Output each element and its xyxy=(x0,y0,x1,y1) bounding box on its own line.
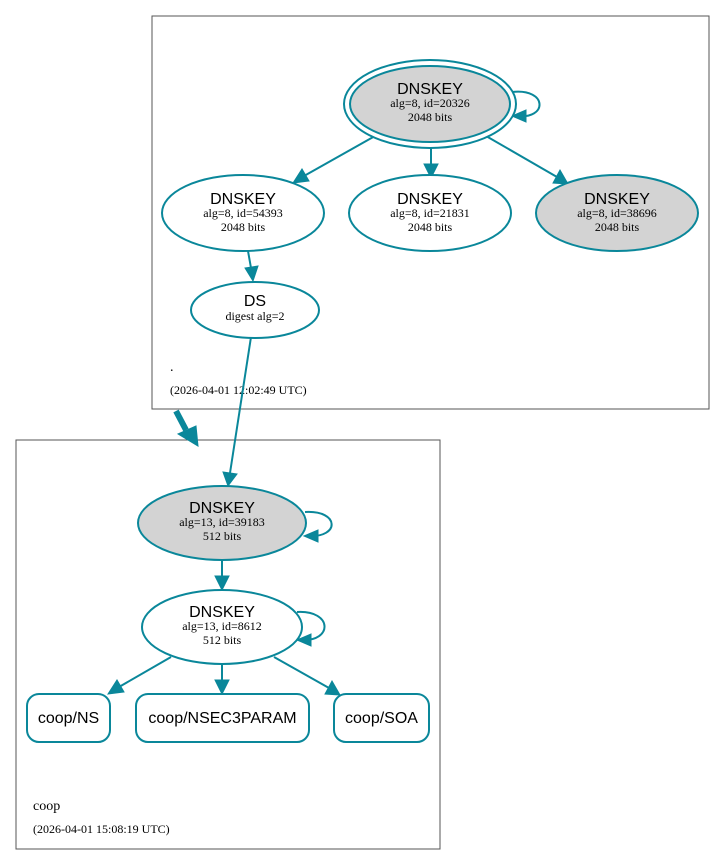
zsk-to-nsec3param-arrowhead xyxy=(214,679,230,696)
root-zsk2-line2: 2048 bits xyxy=(408,220,453,234)
ds-line1: digest alg=2 xyxy=(225,309,284,323)
ds-to-coop-ksk-edge xyxy=(229,336,252,474)
zone-root-timestamp: (2026-04-01 12:02:49 UTC) xyxy=(170,383,307,397)
coop-zsk-ellipse xyxy=(141,589,303,665)
coop-ksk-self-arrowhead xyxy=(302,529,319,543)
ds-to-coop-ksk-arrowhead xyxy=(222,471,238,488)
rr-ns-label: coop/NS xyxy=(38,710,99,727)
root-zsk3-line1: alg=8, id=38696 xyxy=(577,206,657,220)
root-ksk-line2: 2048 bits xyxy=(408,110,453,124)
rr-nsec3param-box xyxy=(135,693,310,743)
node-ds: DS digest alg=2 xyxy=(190,281,320,339)
root-zsk1-line1: alg=8, id=54393 xyxy=(203,206,283,220)
zsk-to-ns-arrowhead xyxy=(107,679,125,695)
root-ksk-line1: alg=8, id=20326 xyxy=(390,96,470,110)
rr-ns-box xyxy=(26,693,111,743)
coop-zsk-title: DNSKEY xyxy=(189,604,255,621)
node-root-zsk-54393: DNSKEY alg=8, id=54393 2048 bits xyxy=(161,174,325,252)
zone-coop-label: coop xyxy=(33,799,60,814)
ds-ellipse xyxy=(190,281,320,339)
node-root-zsk-38696: DNSKEY alg=8, id=38696 2048 bits xyxy=(535,174,699,252)
root-zsk3-line2: 2048 bits xyxy=(595,220,640,234)
ksk-to-zsk3-arrowhead xyxy=(552,168,569,185)
coop-ksk-line2: 512 bits xyxy=(203,529,242,543)
node-rr-nsec3param: coop/NSEC3PARAM xyxy=(135,693,310,743)
root-ksk-title: DNSKEY xyxy=(397,81,463,98)
node-root-zsk-21831: DNSKEY alg=8, id=21831 2048 bits xyxy=(348,174,512,252)
ds-title: DS xyxy=(244,293,266,310)
node-rr-soa: coop/SOA xyxy=(333,693,430,743)
ksk-to-zsk2-arrowhead xyxy=(423,163,439,180)
coop-zsk-line1: alg=13, id=8612 xyxy=(182,619,262,633)
coop-zsk-self-arrowhead xyxy=(295,633,312,647)
node-rr-ns: coop/NS xyxy=(26,693,111,743)
zsk1-to-ds-arrowhead xyxy=(244,265,259,283)
root-zsk1-ellipse xyxy=(161,174,325,252)
node-root-ksk: DNSKEY alg=8, id=20326 2048 bits xyxy=(343,59,517,149)
delegation-edge xyxy=(173,409,189,432)
zsk1-to-ds-edge xyxy=(247,250,252,269)
node-coop-ksk: DNSKEY alg=13, id=39183 512 bits xyxy=(137,485,307,561)
zone-coop-timestamp: (2026-04-01 15:08:19 UTC) xyxy=(33,822,170,836)
delegation-arrowhead xyxy=(176,425,199,447)
edges xyxy=(107,90,569,696)
coop-ksk-title: DNSKEY xyxy=(189,500,255,517)
root-zsk2-ellipse xyxy=(348,174,512,252)
root-zsk1-title: DNSKEY xyxy=(210,191,276,208)
rr-soa-box xyxy=(333,693,430,743)
zsk-to-soa-edge xyxy=(273,656,330,689)
zsk-to-soa-arrowhead xyxy=(324,679,341,696)
ksk-to-zsk1-edge xyxy=(303,135,376,177)
zone-root-label: . xyxy=(170,360,174,375)
root-zsk3-ellipse xyxy=(535,174,699,252)
coop-ksk-to-zsk-arrowhead xyxy=(214,575,230,592)
zsk-to-ns-edge xyxy=(118,656,172,688)
ksk-to-zsk1-arrowhead xyxy=(292,168,310,184)
ksk-to-zsk3-edge xyxy=(485,135,558,178)
root-zsk1-line2: 2048 bits xyxy=(221,220,266,234)
rr-nsec3param-label: coop/NSEC3PARAM xyxy=(148,710,296,727)
root-zsk2-title: DNSKEY xyxy=(397,191,463,208)
coop-ksk-ellipse xyxy=(137,485,307,561)
rr-soa-label: coop/SOA xyxy=(345,710,418,727)
root-ksk-self-arrowhead xyxy=(510,109,527,123)
root-ksk-ellipse xyxy=(349,65,511,143)
coop-zsk-line2: 512 bits xyxy=(203,633,242,647)
root-zsk3-title: DNSKEY xyxy=(584,191,650,208)
root-zsk2-line1: alg=8, id=21831 xyxy=(390,206,470,220)
coop-ksk-line1: alg=13, id=39183 xyxy=(179,515,265,529)
node-coop-zsk: DNSKEY alg=13, id=8612 512 bits xyxy=(141,589,303,665)
